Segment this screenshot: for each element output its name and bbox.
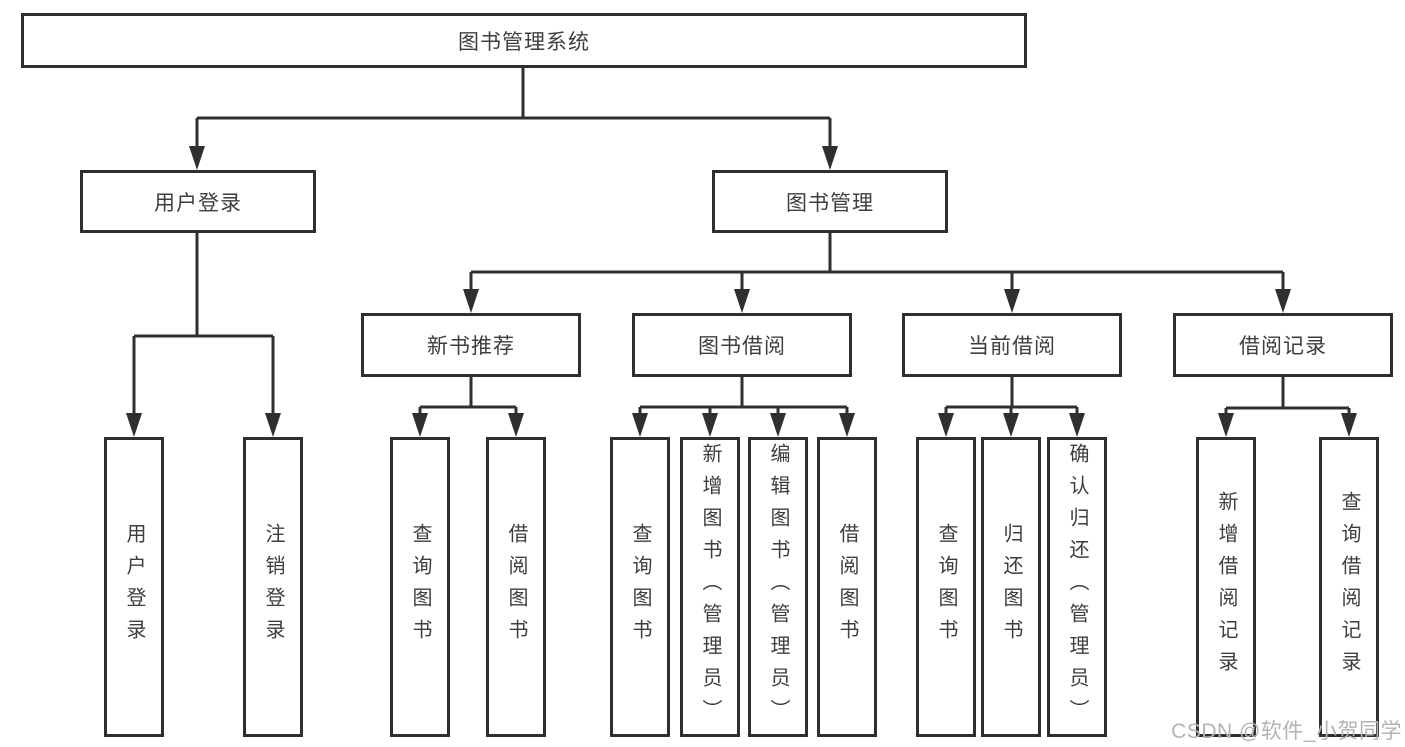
leaf-query-books-borrow: 查询图书 [610, 437, 670, 737]
node-label: 查询图书 [935, 523, 957, 651]
node-book-borrow: 图书借阅 [632, 313, 852, 377]
node-label: 借阅图书 [505, 523, 527, 651]
node-user-login: 用户登录 [80, 170, 316, 233]
node-label: 注销登录 [262, 523, 284, 651]
watermark: CSDN @软件_小贺同学 [1171, 720, 1402, 743]
node-label: 用户登录 [154, 191, 242, 215]
connector-book-borrow-children [632, 377, 855, 437]
node-label: 查询借阅记录 [1338, 491, 1360, 683]
node-borrow-records: 借阅记录 [1173, 313, 1393, 377]
node-label: 图书管理 [786, 191, 874, 215]
node-label: 新书推荐 [427, 335, 515, 358]
connector-borrow-records-children [1218, 377, 1357, 437]
node-label: 查询图书 [409, 523, 431, 651]
leaf-logout-login: 注销登录 [243, 437, 303, 737]
leaf-query-borrow-record: 查询借阅记录 [1319, 437, 1379, 737]
node-library-management-system: 图书管理系统 [21, 13, 1027, 68]
node-label: 借阅图书 [836, 523, 858, 651]
leaf-add-borrow-record: 新增借阅记录 [1196, 437, 1256, 737]
node-label: 用户登录 [123, 523, 145, 651]
leaf-borrow-books: 借阅图书 [817, 437, 877, 737]
connector-book-management-children [463, 233, 1291, 313]
node-label: 归还图书 [1000, 523, 1022, 651]
leaf-user-login: 用户登录 [104, 437, 164, 737]
node-label: 编辑图书（管理员） [767, 443, 789, 731]
node-label: 借阅记录 [1239, 335, 1327, 358]
leaf-return-books: 归还图书 [981, 437, 1041, 737]
node-label: 查询图书 [629, 523, 651, 651]
connector-current-borrow-children [938, 377, 1085, 437]
leaf-edit-books-admin: 编辑图书（管理员） [748, 437, 808, 737]
node-label: 新增借阅记录 [1215, 491, 1237, 683]
leaf-query-books-current: 查询图书 [916, 437, 976, 737]
connector-new-book-recommend-children [412, 377, 524, 437]
leaf-add-books-admin: 新增图书（管理员） [680, 437, 740, 737]
node-label: 新增图书（管理员） [699, 443, 721, 731]
leaf-confirm-return-admin: 确认归还（管理员） [1047, 437, 1107, 737]
node-label: 图书管理系统 [458, 30, 590, 54]
node-book-management: 图书管理 [712, 170, 948, 233]
node-new-book-recommend: 新书推荐 [361, 313, 581, 377]
node-label: 确认归还（管理员） [1066, 443, 1088, 731]
leaf-query-books-recommend: 查询图书 [390, 437, 450, 737]
node-current-borrow: 当前借阅 [902, 313, 1122, 377]
node-label: 当前借阅 [968, 335, 1056, 358]
node-label: 图书借阅 [698, 335, 786, 358]
leaf-borrow-books-recommend: 借阅图书 [486, 437, 546, 737]
connector-root-to-level2 [189, 68, 838, 170]
connector-user-login-children [126, 233, 281, 437]
